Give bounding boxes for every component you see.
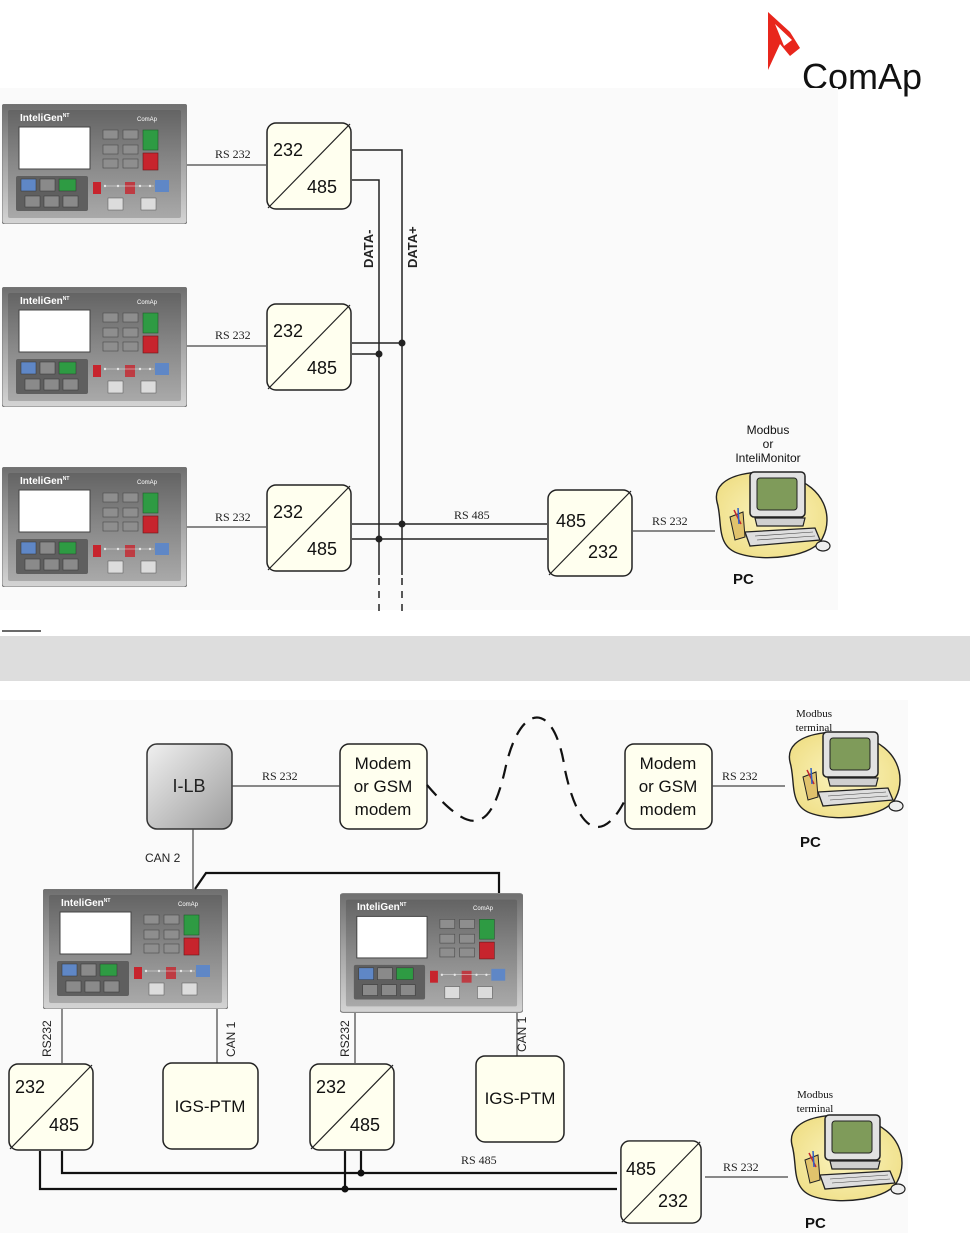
ptm-left-label: IGS-PTM [175, 1097, 246, 1116]
can1-label-1: CAN 1 [224, 1021, 238, 1057]
rs232-pc-bottom-label: RS 232 [723, 1160, 759, 1174]
pc-caption-line-1: Modbus [747, 423, 790, 437]
can1-label-2: CAN 1 [515, 1016, 529, 1052]
converter-2-bottom: 485 [307, 358, 337, 378]
rs485-bus [352, 149, 547, 612]
can2-label: CAN 2 [145, 851, 181, 865]
pc-top-caption-line-1: Modbus [796, 708, 832, 720]
pc-top-label: PC [800, 834, 821, 851]
comap-logo: ComAp [768, 12, 922, 97]
controller-5-brand: ComAp [473, 906, 494, 912]
rs232-ilb-label: RS 232 [262, 769, 298, 783]
rs232-label-2: RS 232 [215, 328, 251, 342]
section-separator-bar [0, 636, 970, 681]
svg-text:InteliGenNT: InteliGenNT [20, 296, 69, 307]
modem-left-line-1: Modem [355, 754, 412, 773]
rs232-vertical-label-2: RS232 [338, 1020, 352, 1057]
converter-3-top: 232 [273, 502, 303, 522]
modem-left-line-2: or GSM [354, 777, 413, 796]
converter-4 [547, 489, 633, 577]
controller-5-model: InteliGen [357, 902, 400, 913]
converter-3-bottom: 485 [307, 539, 337, 559]
svg-text:InteliGenNT: InteliGenNT [357, 902, 406, 913]
controller-3-brand: ComAp [137, 480, 158, 486]
modem-right-line-3: modem [640, 800, 697, 819]
pc-bottom-caption-line-1: Modbus [797, 1089, 833, 1101]
ptm-right-box [475, 1055, 565, 1143]
rs232-vertical-label-1: RS232 [40, 1020, 54, 1057]
controller-1-model: InteliGen [20, 113, 63, 124]
can2-interconnect [194, 871, 501, 893]
pc-bottom-caption-line-2: terminal [797, 1103, 834, 1115]
controller-3-model: InteliGen [20, 476, 63, 487]
rs232-label-3: RS 232 [215, 510, 251, 524]
svg-text:InteliGenNT: InteliGenNT [20, 113, 69, 124]
rs485-bus-2-label: RS 485 [461, 1153, 497, 1167]
modem-left-line-3: modem [355, 800, 412, 819]
controller-4-brand: ComAp [178, 902, 199, 908]
converter-7-bottom: 232 [658, 1191, 688, 1211]
pc-bottom-label: PC [805, 1215, 826, 1232]
converter-2-top: 232 [273, 321, 303, 341]
ptm-right-label: IGS-PTM [485, 1089, 556, 1108]
svg-text:InteliGenNT: InteliGenNT [61, 898, 110, 909]
rs232-label-1: RS 232 [215, 147, 251, 161]
converter-7-top: 485 [626, 1159, 656, 1179]
converter-6-top: 232 [316, 1077, 346, 1097]
pc-label: PC [733, 571, 754, 588]
modem-right-line-2: or GSM [639, 777, 698, 796]
controller-2-model: InteliGen [20, 296, 63, 307]
pc-caption-line-3: InteliMonitor [735, 451, 800, 465]
ptm-left-box [162, 1062, 259, 1150]
rs232-label-pc: RS 232 [652, 514, 688, 528]
ilb-label: I-LB [172, 776, 205, 796]
converter-4-top: 485 [556, 511, 586, 531]
data-minus-label: DATA- [361, 229, 376, 268]
rs232-modem-pc-label: RS 232 [722, 769, 758, 783]
rs485-bus-2 [38, 1151, 617, 1191]
figure-1: InteliGenNT InteliGenNT InteliGenNT ComA… [0, 88, 838, 612]
modem-right-line-1: Modem [640, 754, 697, 773]
pc-top-caption-line-2: terminal [796, 722, 833, 734]
wireless-link [426, 716, 626, 829]
data-plus-label: DATA+ [405, 226, 420, 268]
pc-caption-line-2: or [763, 437, 774, 451]
figure-2: I-LB Modem or GSM modem Modem or GSM mod… [0, 700, 908, 1233]
controller-2-brand: ComAp [137, 300, 158, 306]
converter-1-top: 232 [273, 140, 303, 160]
converter-4-bottom: 232 [588, 542, 618, 562]
svg-text:InteliGenNT: InteliGenNT [20, 476, 69, 487]
converter-6-bottom: 485 [350, 1115, 380, 1135]
converter-1-bottom: 485 [307, 177, 337, 197]
converter-5-bottom: 485 [49, 1115, 79, 1135]
rs485-label: RS 485 [454, 508, 490, 522]
controller-1-brand: ComAp [137, 117, 158, 123]
converter-5-top: 232 [15, 1077, 45, 1097]
controller-4-model: InteliGen [61, 898, 104, 909]
